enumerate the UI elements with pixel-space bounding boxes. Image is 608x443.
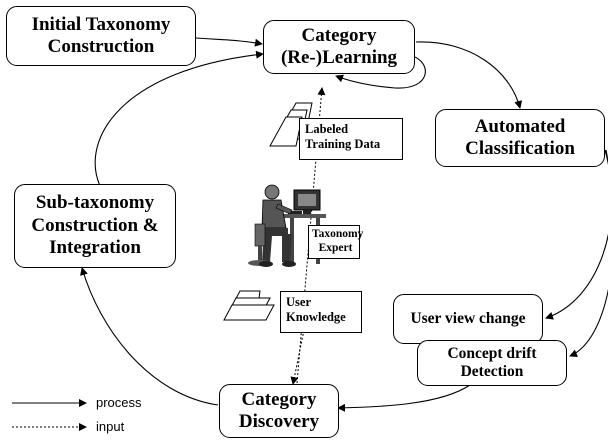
person-at-computer-icon — [248, 184, 326, 267]
note-labeled-training-data: Labeled Training Data — [299, 118, 403, 160]
node-initial-taxonomy-construction: Initial Taxonomy Construction — [6, 6, 196, 66]
node-category-discovery: Category Discovery — [219, 384, 339, 438]
legend-process-label: process — [96, 395, 142, 410]
arrow-subtaxonomy-to-learning — [94, 50, 264, 187]
arrow-discovery-to-subtaxonomy — [80, 267, 219, 406]
note-user-knowledge: User Knowledge — [280, 291, 362, 333]
note-taxonomy-expert: Taxonomy Expert — [308, 225, 363, 259]
arrow-classification-to-conceptdrift — [569, 149, 608, 357]
node-automated-classification: Automated Classification — [435, 109, 605, 167]
node-category-relearning: Category (Re-)Learning — [263, 20, 415, 74]
node-user-view-change: User view change — [393, 294, 543, 344]
document-stack-icon — [223, 290, 275, 321]
arrow-learning-to-classification — [415, 41, 523, 109]
node-concept-drift-detection: Concept drift Detection — [417, 340, 567, 386]
arrow-input-user-knowledge — [290, 329, 305, 385]
node-sub-taxonomy-construction: Sub-taxonomy Construction & Integration — [14, 184, 176, 268]
arrow-conceptdrift-to-discovery — [337, 384, 471, 412]
legend-input-label: input — [96, 419, 125, 434]
arrow-learning-self-loop — [335, 55, 426, 89]
document-stack-icon — [269, 102, 313, 147]
arrow-initial-to-learning — [195, 37, 263, 47]
arrow-classification-to-userview — [545, 149, 608, 320]
